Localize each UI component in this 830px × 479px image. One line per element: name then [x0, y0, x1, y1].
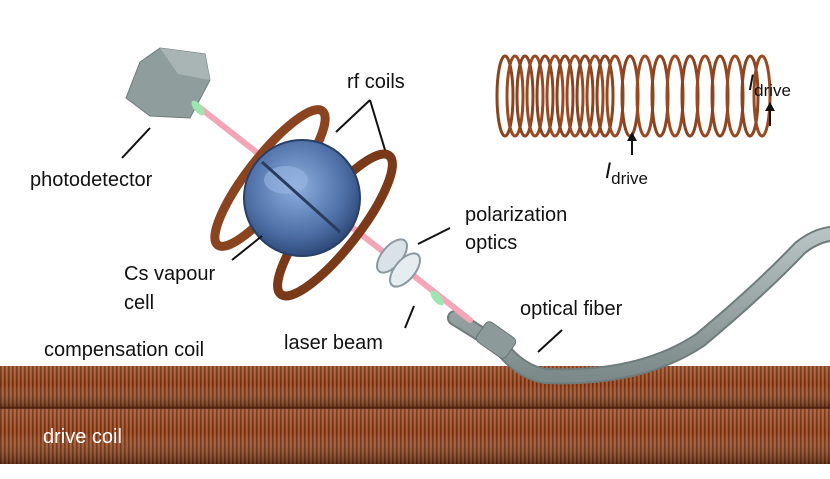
leader-optical-fiber	[537, 329, 563, 353]
leader-cs-cell	[231, 235, 263, 261]
leader-polarization	[417, 227, 451, 245]
label-rf-coils: rf coils	[347, 71, 405, 93]
leader-rf-coils-1	[335, 99, 371, 133]
current-arrow-out	[765, 102, 775, 126]
label-cs-vapour-cell-2: cell	[124, 292, 155, 314]
drive-coil-graphic	[0, 407, 830, 464]
label-polarization-optics-1: polarization	[465, 204, 568, 226]
label-laser-beam: laser beam	[284, 332, 383, 354]
label-optical-fiber: optical fiber	[520, 298, 623, 320]
cs-vapour-cell-graphic	[243, 139, 361, 257]
label-current-in: Idrive	[605, 158, 648, 188]
current-arrow-in	[627, 132, 637, 155]
current-symbol: I	[748, 70, 755, 95]
polarization-optics-graphic	[376, 238, 444, 306]
label-current-out: Idrive	[748, 70, 791, 100]
leader-photodetector	[121, 127, 151, 159]
drive-coil-detail-graphic	[495, 54, 772, 138]
leader-lines	[121, 99, 563, 353]
current-subscript: drive	[611, 169, 648, 188]
current-subscript: drive	[754, 81, 791, 100]
leader-rf-coils-2	[369, 99, 386, 151]
photodetector-graphic	[125, 47, 211, 119]
current-symbol: I	[605, 158, 612, 183]
label-cs-vapour-cell-1: Cs vapour	[124, 263, 216, 285]
leader-laser-beam	[404, 305, 415, 329]
label-compensation-coil: compensation coil	[44, 339, 205, 361]
label-polarization-optics-2: optics	[465, 232, 518, 254]
optical-fiber-graphic	[447, 226, 830, 385]
label-photodetector: photodetector	[30, 169, 153, 191]
compensation-coil-graphic	[0, 366, 830, 408]
label-drive-coil: drive coil	[43, 426, 122, 448]
